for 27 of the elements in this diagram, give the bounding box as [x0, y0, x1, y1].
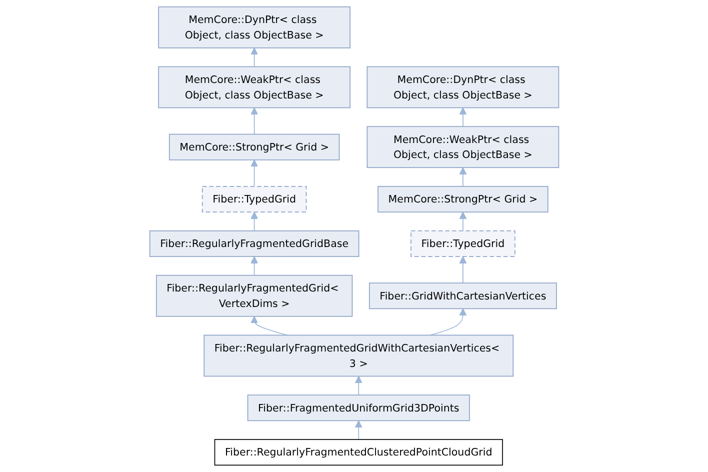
node-box: Fiber::RegularlyFragmentedGridWithCartesianVertices< 3 >: [203, 334, 514, 377]
node-box: MemCore::DynPtr< class Object, class ObjectBase >: [158, 6, 350, 48]
arrow: [458, 107, 466, 127]
node-box: Fiber::TypedGrid: [202, 186, 306, 212]
node-box: MemCore::StrongPtr< Grid >: [168, 134, 340, 160]
arrow: [458, 212, 466, 232]
node-box: MemCore::StrongPtr< Grid >: [377, 186, 548, 212]
arrow: [354, 420, 362, 440]
node-box: Fiber::RegularlyFragmentedGrid< VertexDims >: [156, 274, 352, 317]
arrow: [354, 376, 362, 396]
arrow: [250, 48, 258, 68]
arrow: [429, 308, 466, 336]
arrow: [250, 107, 258, 135]
node-box: Fiber::RegularlyFragmentedGridBase: [149, 230, 359, 257]
node-box: Fiber::RegularlyFragmentedClusteredPointCloudGrid: [214, 439, 503, 466]
arrow: [250, 212, 258, 232]
arrow: [250, 316, 288, 336]
arrow: [250, 256, 258, 276]
arrow: [250, 160, 258, 187]
node-box: MemCore::DynPtr< class Object, class ObjectBase >: [366, 66, 559, 108]
node-box: MemCore::WeakPtr< class Object, class ObjectBase >: [366, 126, 559, 168]
node-box: Fiber::GridWithCartesianVertices: [368, 282, 557, 310]
node-box: Fiber::FragmentedUniformGrid3DPoints: [247, 394, 470, 422]
arrow: [458, 256, 466, 284]
node-box: MemCore::WeakPtr< class Object, class ObjectBase >: [158, 66, 350, 108]
node-box: Fiber::TypedGrid: [410, 230, 516, 257]
arrow: [458, 167, 466, 187]
